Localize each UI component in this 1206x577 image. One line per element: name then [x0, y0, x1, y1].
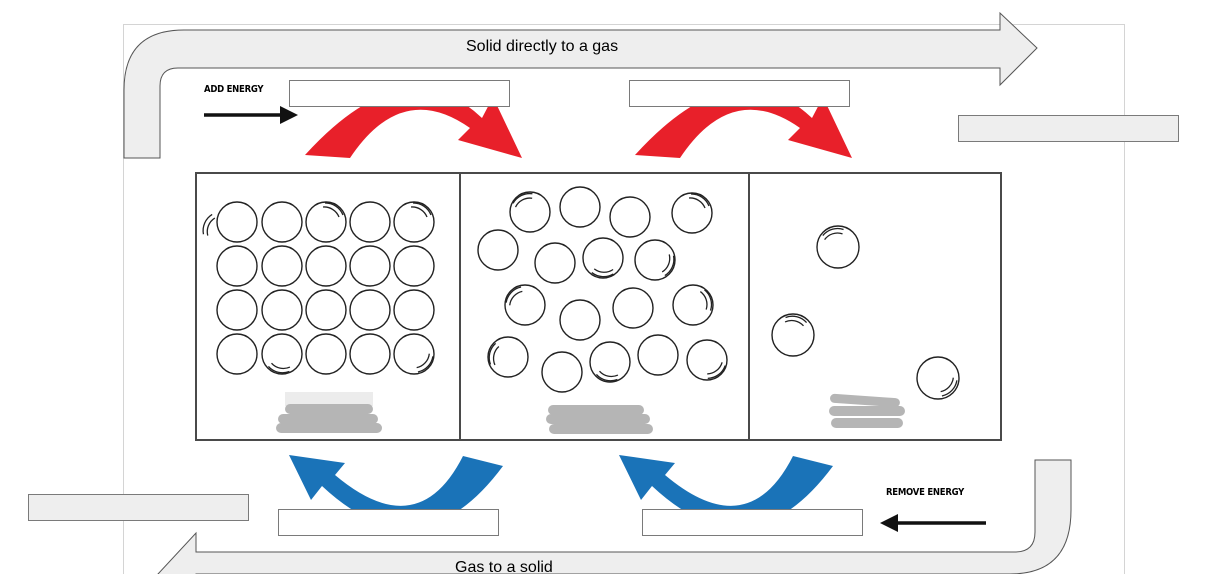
sublimation-arrow [123, 11, 1038, 159]
evaporation-arrow [635, 88, 852, 158]
add-energy-label: ADD ENERGY [204, 84, 264, 95]
gas-particles [771, 225, 960, 400]
condensation-answer-blank[interactable] [642, 509, 863, 536]
melting-answer-blank[interactable] [289, 80, 510, 107]
deposition-label: Gas to a solid [455, 559, 553, 576]
evaporation-answer-blank[interactable] [629, 80, 850, 107]
remove-energy-label: REMOVE ENERGY [886, 487, 965, 498]
freezing-answer-blank[interactable] [278, 509, 499, 536]
deposition-arrow [157, 459, 1072, 574]
sublimation-label: Solid directly to a gas [466, 38, 619, 55]
sublimation-answer-blank[interactable] [958, 115, 1179, 142]
add-energy-arrow-head [280, 106, 298, 124]
melting-arrow [305, 88, 522, 158]
remove-energy-arrow-head [880, 514, 898, 532]
redacted-state-labels [276, 392, 905, 434]
solid-particles [216, 201, 435, 375]
deposition-answer-blank[interactable] [28, 494, 249, 521]
